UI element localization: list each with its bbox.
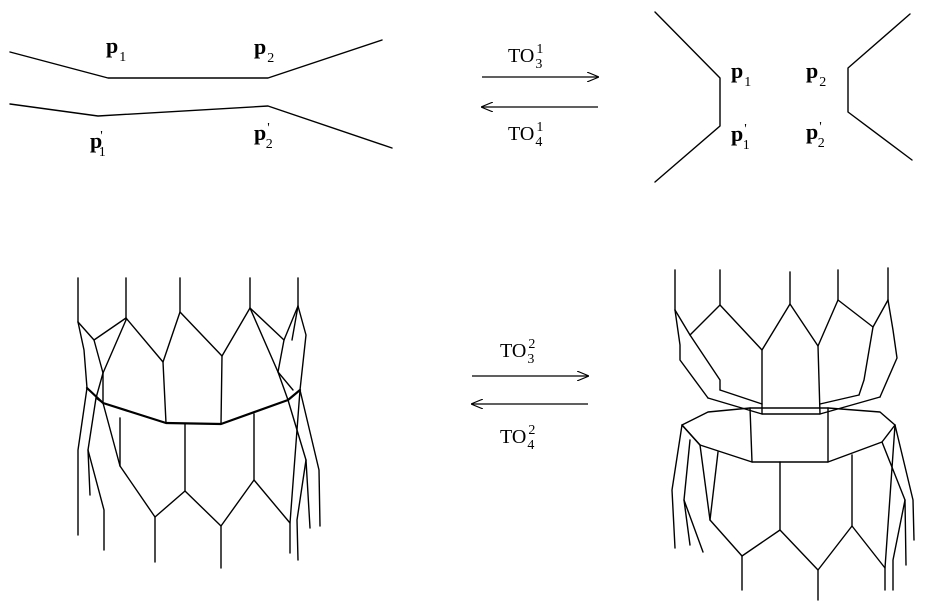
lower-chain-line	[9, 103, 393, 149]
label-p1-prime: p'1	[90, 128, 106, 160]
label-p1: p1	[106, 33, 126, 65]
top-left-panel: p1 p2 p'1 p'2	[9, 33, 393, 160]
label-p1-prime: p'1	[731, 121, 750, 153]
label-p2: p2	[806, 58, 826, 90]
label-p2-prime: p'2	[806, 119, 825, 151]
bottom-right-mesh	[671, 267, 915, 601]
label-p2-prime: p'2	[254, 120, 273, 152]
left-split-chain	[654, 11, 721, 183]
equator-band	[85, 386, 302, 426]
right-split-chain	[847, 13, 913, 161]
separated-ring	[681, 407, 896, 463]
upper-chain-line	[9, 39, 383, 79]
bottom-left-mesh	[77, 277, 321, 569]
top-right-panel: p1 p2 p'1 p'2	[654, 11, 913, 183]
label-p2: p2	[254, 34, 274, 66]
label-p1: p1	[731, 58, 751, 90]
